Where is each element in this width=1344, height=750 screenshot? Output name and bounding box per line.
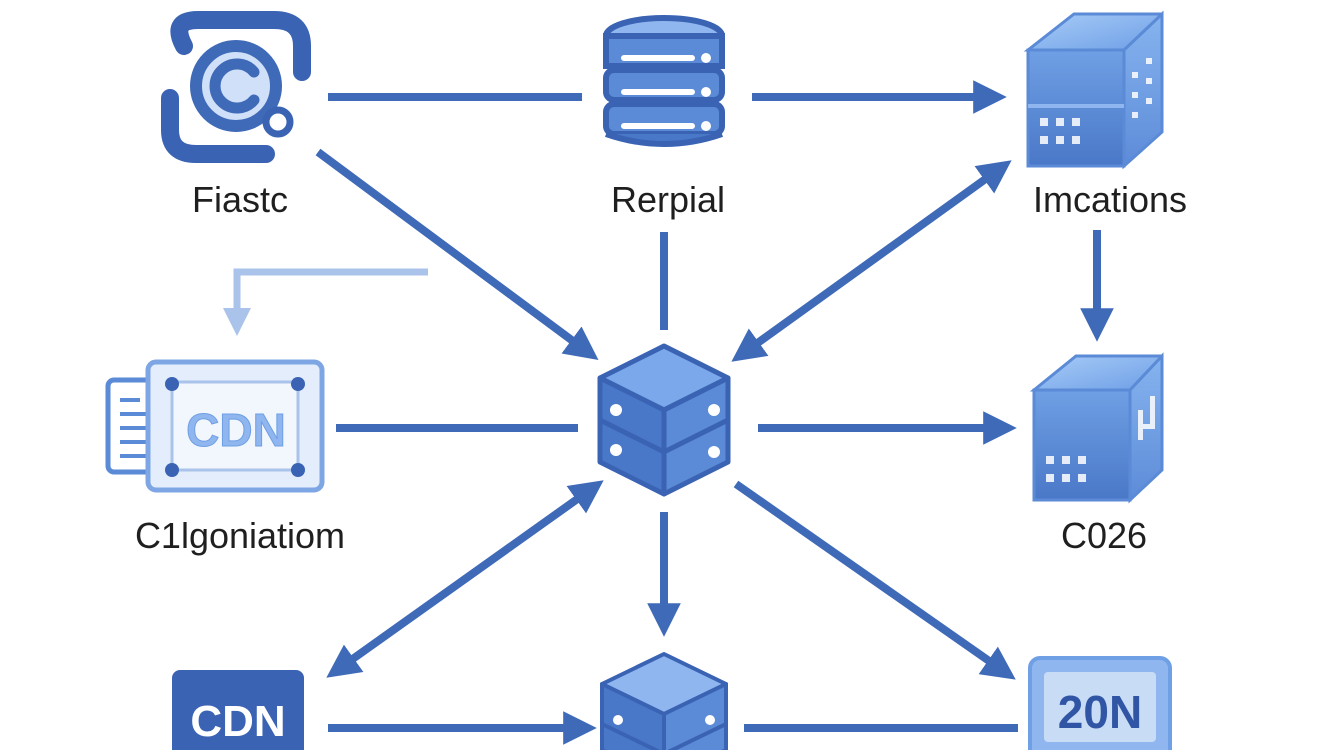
hub-cube-icon: [597, 343, 731, 497]
cdn-card-icon: CDN: [105, 359, 325, 493]
database-stack-icon: [603, 15, 725, 147]
node-label-imcations: Imcations: [1033, 179, 1187, 220]
server-cube-icon: [1023, 10, 1164, 170]
edge-hub-imcations-bidirectional: [731, 160, 1012, 362]
edge-hub-to-number-badge: [733, 480, 1016, 680]
edge-fiastc-to-hub: [315, 148, 599, 361]
number-badge-icon: 20N: [1028, 656, 1172, 750]
edges: [223, 80, 1114, 745]
cdn-badge-text: CDN: [190, 697, 285, 746]
edge-hub-cdn-badge-bidirectional: [326, 480, 604, 678]
edge-light-to-cdn-card: [223, 268, 428, 336]
server-cube-icon: [600, 652, 728, 750]
node-label-fiastc: Fiastc: [192, 179, 288, 220]
node-label-rerpial: Rerpial: [611, 179, 725, 220]
node-label-c1lgoniatiom: C1lgoniatiom: [135, 515, 345, 556]
number-badge-text: 20N: [1058, 686, 1142, 738]
cdn-badge-icon: CDN: [172, 670, 304, 750]
circular-gear-icon: [161, 11, 311, 163]
cdn-card-text: CDN: [186, 404, 286, 456]
server-cube-icon: [1029, 352, 1164, 504]
node-label-c026: C026: [1061, 515, 1147, 556]
